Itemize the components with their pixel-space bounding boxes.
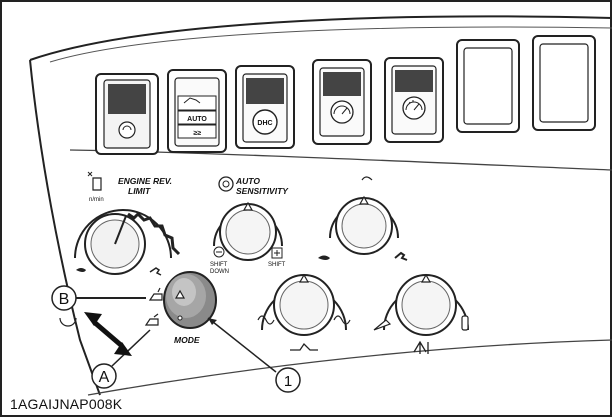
callout-a-label: A xyxy=(99,369,110,386)
shift-down-label-line1: SHIFT xyxy=(210,262,228,268)
callout-a: A xyxy=(91,329,151,389)
mode-label: MODE xyxy=(174,335,200,345)
callout-b: B xyxy=(51,285,146,311)
wiper-switch[interactable] xyxy=(312,59,372,145)
cylinder-icon xyxy=(461,315,469,331)
travel-alarm-switch[interactable]: AUTO ≥≥ xyxy=(167,69,227,153)
work-light-icon xyxy=(118,121,136,139)
auto-sensitivity-dial[interactable] xyxy=(213,201,283,261)
engine-rev-limit-label: ENGINE REV. LIMIT n/min xyxy=(87,171,172,203)
blank-switch-1 xyxy=(456,39,520,133)
boom-response-dial[interactable] xyxy=(257,273,351,351)
rabbit-icon xyxy=(394,251,408,261)
washer-switch[interactable] xyxy=(384,57,444,143)
callout-1-leader xyxy=(207,317,277,373)
wave-icon xyxy=(333,315,351,325)
washer-icon xyxy=(402,96,426,120)
cup-holder-icon xyxy=(59,317,77,327)
auto-label-line1: AUTO xyxy=(235,176,260,186)
work-light-switch[interactable] xyxy=(95,73,159,155)
travel-alarm-icon xyxy=(183,97,201,104)
bucket-icon xyxy=(373,319,392,331)
engine-rev-label-line1: ENGINE REV. xyxy=(118,176,172,186)
excavator-mode-icon-alt xyxy=(144,313,159,326)
engine-rev-limit-dial[interactable] xyxy=(74,209,181,276)
dhc-switch[interactable]: DHC xyxy=(235,65,295,149)
rabbit-icon xyxy=(149,267,162,276)
wiper-icon xyxy=(330,100,354,124)
mode-dial[interactable] xyxy=(144,271,217,329)
callout-b-label: B xyxy=(59,291,70,308)
panel-bottom-edge xyxy=(87,339,612,396)
excavator-mode-icon xyxy=(148,287,163,301)
auto-sensitivity-label: AUTO SENSITIVITY SHIFT DOWN SHIFT xyxy=(210,176,289,275)
callout-a-leader xyxy=(111,329,151,367)
turtle-icon xyxy=(76,268,86,272)
travel-speed-dial[interactable] xyxy=(318,176,408,261)
rotation-arrow-icon xyxy=(361,176,373,181)
callout-1: 1 xyxy=(207,317,301,393)
dhc-label: DHC xyxy=(257,120,272,127)
rpm-unit-label: n/min xyxy=(89,197,104,203)
dhc-icon xyxy=(252,109,278,135)
engine-rev-label-line2: LIMIT xyxy=(128,186,151,196)
panel-top-edge-inner xyxy=(49,26,612,63)
blank-switch-2 xyxy=(532,35,596,131)
arm-response-dial[interactable] xyxy=(373,273,469,354)
shift-up-label: SHIFT xyxy=(268,262,286,268)
boom-icon xyxy=(290,342,318,351)
rpm-icon xyxy=(92,177,102,191)
double-arrow-icon xyxy=(84,312,132,356)
shift-down-label-line2: DOWN xyxy=(210,269,229,275)
panel-top-edge xyxy=(29,15,612,61)
arm-icon xyxy=(413,340,429,354)
sensitivity-label: SENSITIVITY xyxy=(236,186,289,196)
figure-id-caption: 1AGAIJNAP008K xyxy=(10,396,123,412)
wave-icon xyxy=(257,315,275,325)
auto-label: AUTO xyxy=(187,116,207,123)
callout-1-label: 1 xyxy=(284,373,292,390)
speed-symbol-icon: ≥≥ xyxy=(193,130,201,137)
turtle-icon xyxy=(318,255,330,260)
